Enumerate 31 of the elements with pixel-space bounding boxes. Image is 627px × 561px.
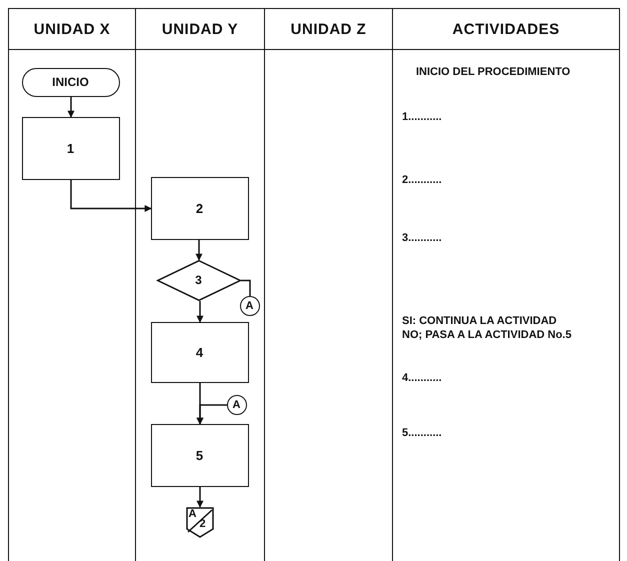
lane-heading: UNIDAD Y [162,20,238,38]
off-page-connector [186,506,214,538]
activity-text: 1........... [402,111,442,123]
arrow [68,97,74,118]
decision-diamond: 3 [156,260,240,300]
lane-heading: UNIDAD X [34,20,110,38]
activity-text: 5........... [402,427,442,439]
arrow [70,180,152,212]
activity-text: 3........... [402,232,442,244]
arrow [196,301,204,323]
arrow [196,240,202,261]
start-terminal: INICIO [22,68,120,96]
activity-text: SI: CONTINUA LA ACTIVIDAD [402,315,557,327]
connector-circle: A [240,296,260,316]
lane-heading: ACTIVIDADES [452,20,560,38]
process-box: 5 [150,424,248,486]
lane-heading: UNIDAD Z [290,20,366,38]
swimlane [8,8,136,561]
connector-label: A [188,508,196,520]
process-box: 2 [150,176,248,240]
process-box: 4 [150,322,248,382]
connector-line [241,280,251,296]
activity-heading: INICIO DEL PROCEDIMIENTO [416,66,570,78]
activity-text: 4........... [402,372,442,384]
activity-text: NO; PASA A LA ACTIVIDAD No.5 [402,329,572,341]
swimlane [392,8,620,561]
arrow [196,404,227,425]
arrow [196,487,204,508]
activity-text: 2........... [402,174,442,186]
process-box: 1 [22,116,120,180]
connector-circle: A [226,394,246,414]
